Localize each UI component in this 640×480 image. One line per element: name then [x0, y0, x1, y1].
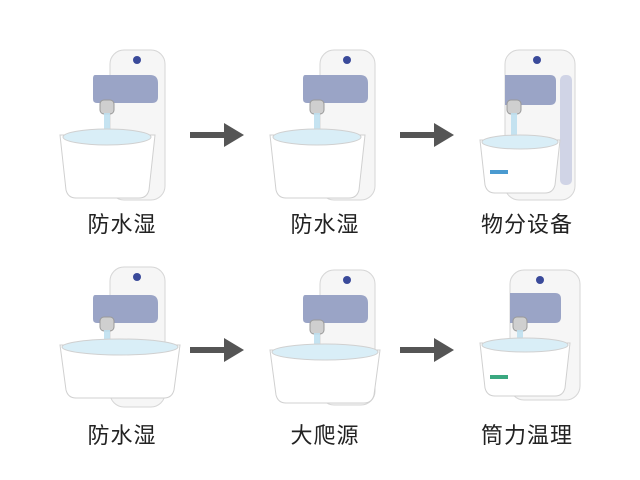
- device-illustration-6: [475, 265, 615, 401]
- arrow-right-icon: [398, 115, 458, 155]
- water-dispenser-image: [479, 269, 581, 401]
- water-dispenser-image: [269, 269, 381, 406]
- arrow-right-icon: [188, 115, 248, 155]
- water-dispenser-image: [479, 49, 576, 201]
- step-label: 物分设备: [480, 213, 573, 238]
- step-label: 防水湿: [290, 213, 360, 238]
- device-illustration-5: [265, 265, 405, 406]
- arrow-right-icon: [188, 330, 248, 370]
- device-illustration-2: [265, 45, 405, 201]
- device-illustration-4: [55, 265, 195, 408]
- water-dispenser-image: [269, 49, 376, 201]
- device-illustration-1: [55, 45, 195, 201]
- device-illustration-3: [475, 45, 615, 201]
- step-label: 筒力温理: [480, 424, 573, 449]
- step-label: 大爬源: [290, 424, 360, 449]
- step-label: 防水湿: [87, 424, 157, 449]
- water-dispenser-image: [59, 49, 166, 201]
- water-dispenser-image: [59, 266, 181, 408]
- arrow-right-icon: [398, 330, 458, 370]
- step-label: 防水湿: [87, 213, 157, 238]
